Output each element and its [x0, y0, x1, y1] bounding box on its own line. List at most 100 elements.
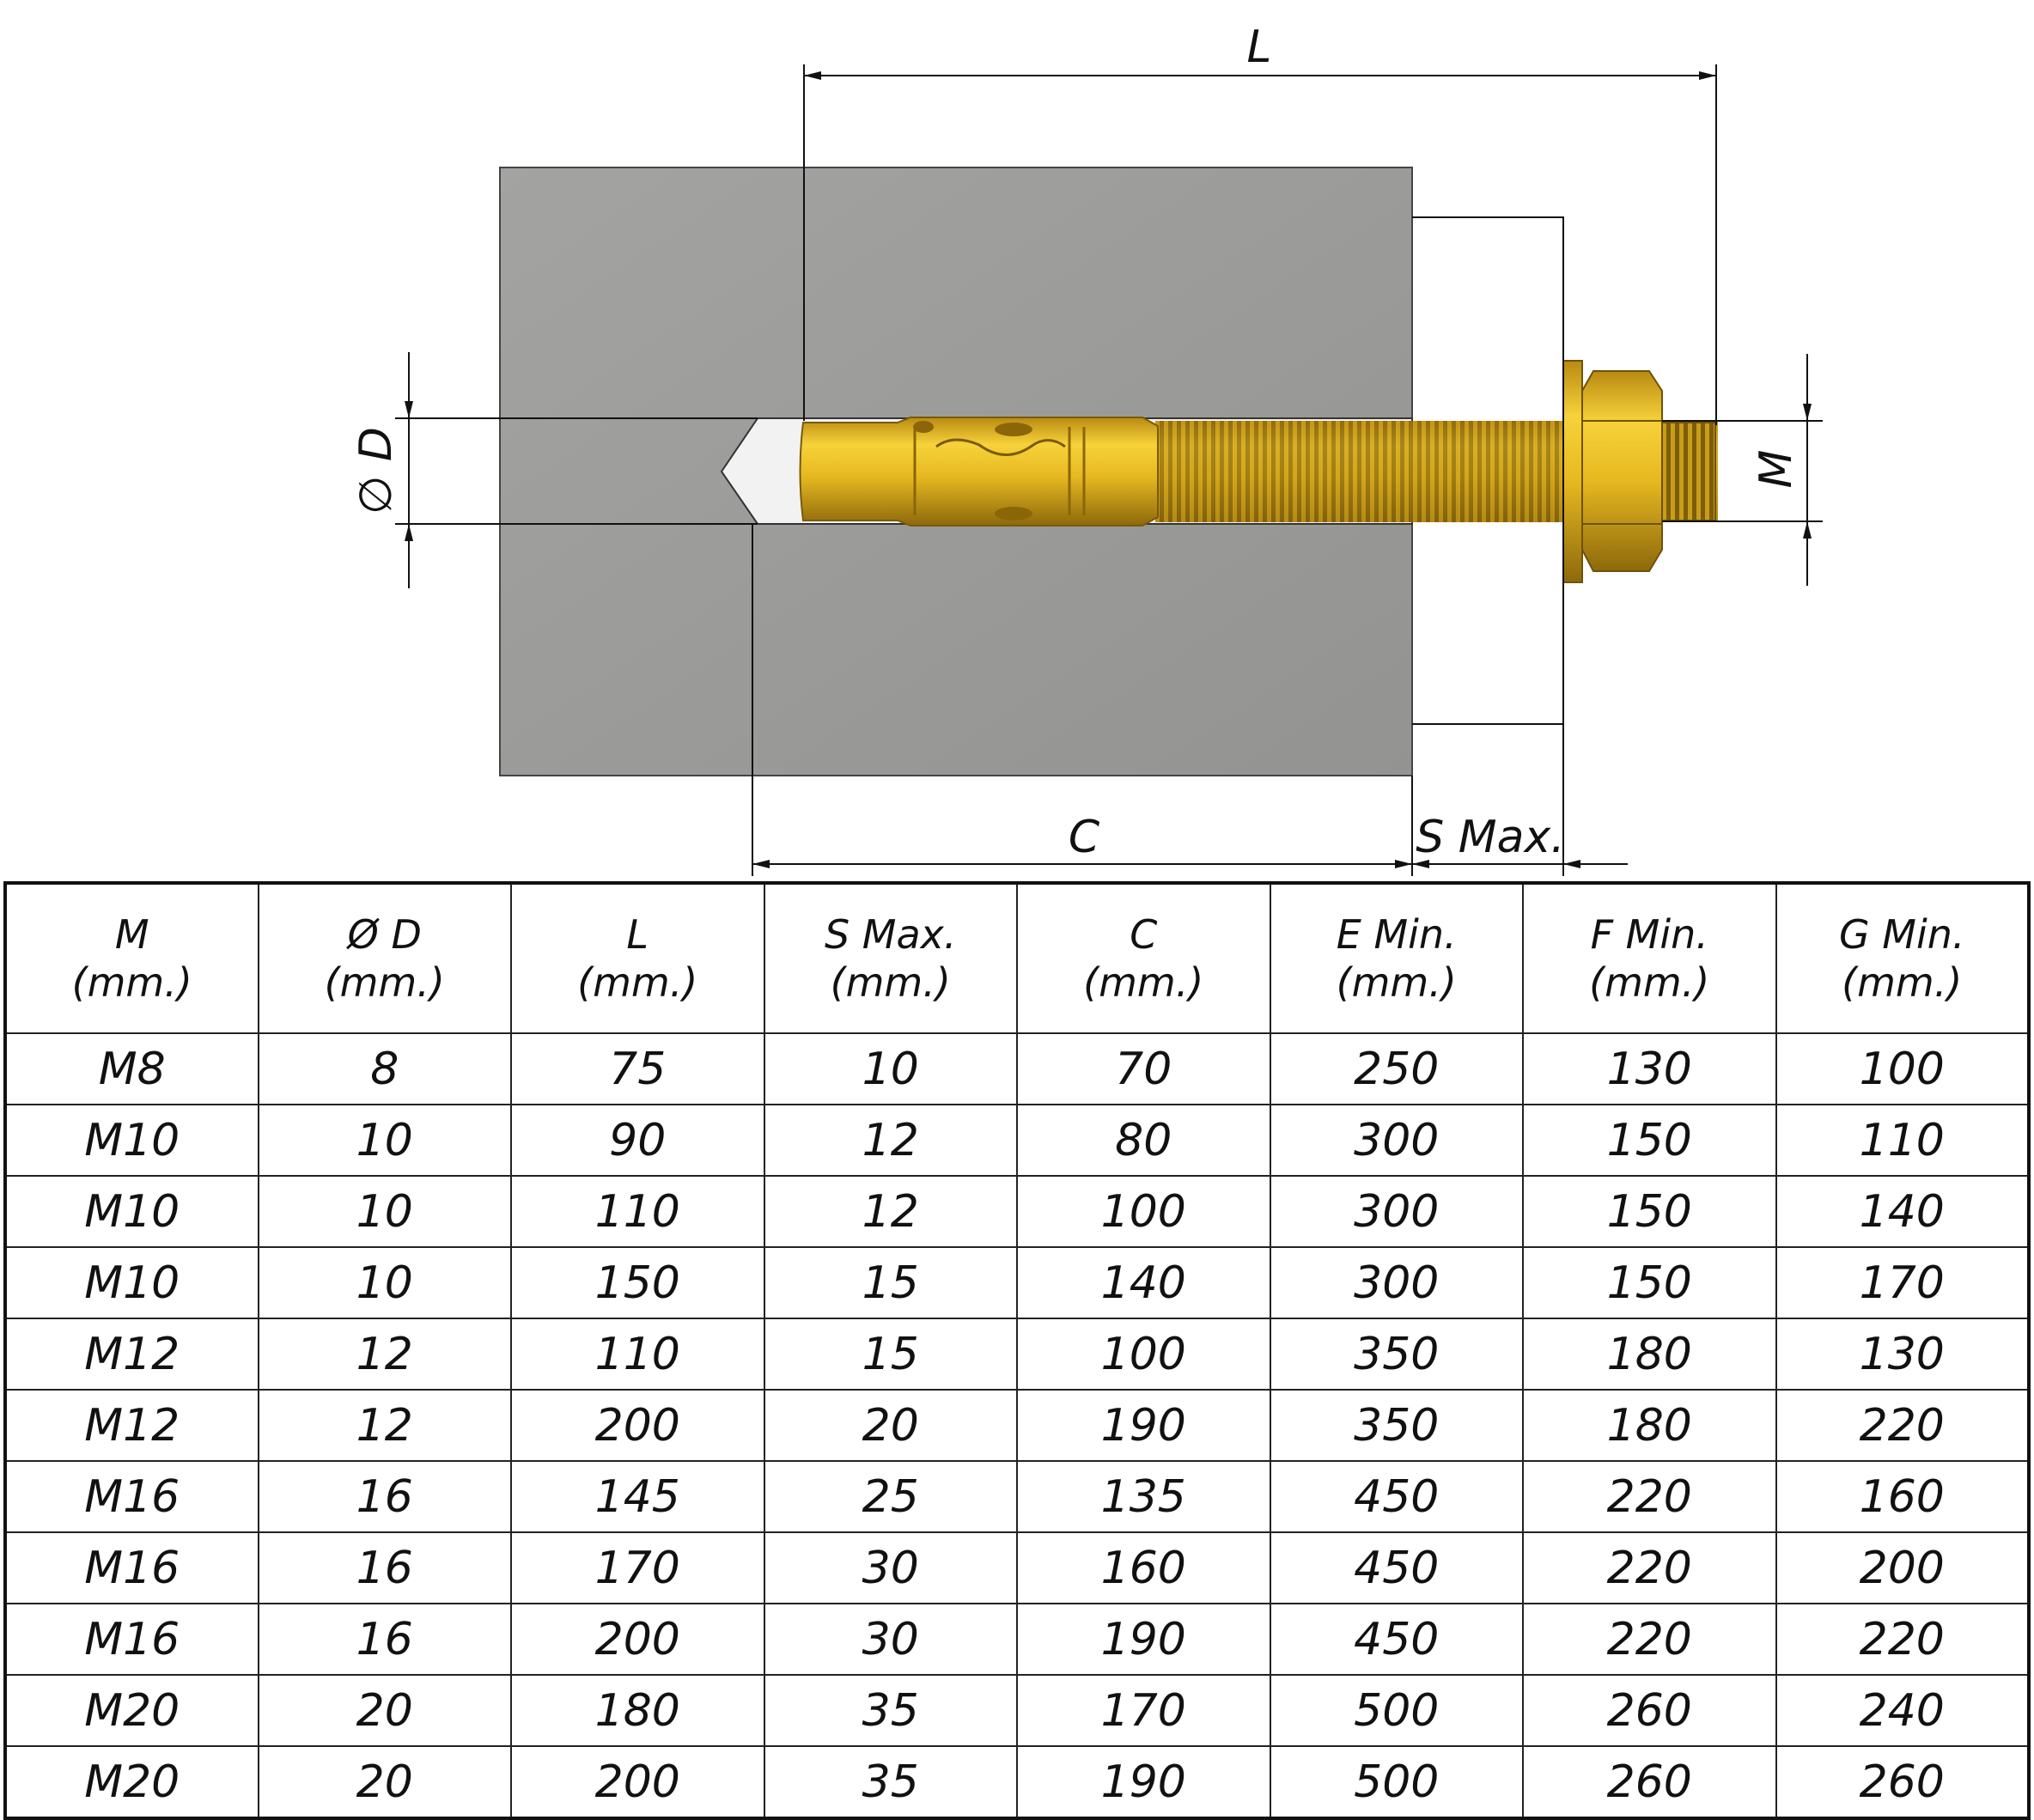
label-D: ∅ D	[350, 427, 402, 514]
table-cell: 35	[763, 1674, 1018, 1747]
table-cell: M10	[4, 1246, 259, 1319]
table-cell: M8	[4, 1032, 259, 1105]
table-cell: 250	[1269, 1032, 1524, 1105]
table-cell: 190	[1016, 1389, 1271, 1462]
table-cell: 170	[1775, 1246, 2030, 1319]
table-cell: 180	[1522, 1389, 1777, 1462]
table-cell: 15	[763, 1318, 1018, 1391]
table-cell: 80	[1016, 1104, 1271, 1177]
table-cell: M16	[4, 1603, 259, 1676]
table-cell: 180	[510, 1674, 765, 1747]
table-cell: 300	[1269, 1246, 1524, 1319]
table-cell: 8	[257, 1032, 512, 1105]
table-cell: 260	[1522, 1745, 1777, 1819]
header-l: L(mm.)	[510, 882, 765, 1034]
table-cell: 190	[1016, 1745, 1271, 1819]
fixture-outline	[1412, 216, 1564, 725]
table-cell: 15	[763, 1246, 1018, 1319]
table-cell: 170	[510, 1531, 765, 1604]
table-cell: 16	[257, 1603, 512, 1676]
table-cell: 110	[510, 1318, 765, 1391]
table-header-row: M(mm.) Ø D(mm.) L(mm.) S Max.(mm.) C(mm.…	[4, 882, 2030, 1034]
table-cell: 220	[1775, 1603, 2030, 1676]
table-cell: 100	[1016, 1175, 1271, 1248]
header-g-min: G Min.(mm.)	[1775, 882, 2030, 1034]
table-cell: 220	[1522, 1603, 1777, 1676]
table-cell: M12	[4, 1318, 259, 1391]
header-diameter-d: Ø D(mm.)	[257, 882, 512, 1034]
table-cell: M20	[4, 1674, 259, 1747]
table-cell: 450	[1269, 1531, 1524, 1604]
hex-nut	[1581, 370, 1663, 572]
table-cell: 110	[1775, 1104, 2030, 1177]
table-cell: 160	[1016, 1531, 1271, 1604]
table-cell: M10	[4, 1175, 259, 1248]
table-cell: 130	[1522, 1032, 1777, 1105]
table-cell: 200	[510, 1389, 765, 1462]
table-cell: M10	[4, 1104, 259, 1177]
table-cell: 220	[1522, 1460, 1777, 1533]
table-cell: 170	[1016, 1674, 1271, 1747]
table-cell: 450	[1269, 1603, 1524, 1676]
washer	[1562, 360, 1583, 583]
table-cell: 20	[257, 1745, 512, 1819]
table-cell: 200	[1775, 1531, 2030, 1604]
table-cell: 220	[1522, 1531, 1777, 1604]
table-cell: 260	[1775, 1745, 2030, 1819]
table-cell: 70	[1016, 1032, 1271, 1105]
label-L: L	[1247, 21, 1272, 73]
label-S-max: S Max.	[1416, 812, 1565, 863]
header-e-min: E Min.(mm.)	[1269, 882, 1524, 1034]
header-s-max: S Max.(mm.)	[763, 882, 1018, 1034]
table-cell: M16	[4, 1460, 259, 1533]
table-cell: 150	[1522, 1175, 1777, 1248]
table-cell: 30	[763, 1603, 1018, 1676]
table-cell: 500	[1269, 1674, 1524, 1747]
table-cell: 150	[510, 1246, 765, 1319]
table-cell: 145	[510, 1460, 765, 1533]
header-m: M(mm.)	[4, 882, 259, 1034]
rod-end	[1661, 422, 1716, 521]
table-cell: 500	[1269, 1745, 1524, 1819]
table-cell: 180	[1522, 1318, 1777, 1391]
table-cell: 100	[1016, 1318, 1271, 1391]
table-cell: 240	[1775, 1674, 2030, 1747]
table-cell: 160	[1775, 1460, 2030, 1533]
table-cell: 140	[1775, 1175, 2030, 1248]
table-cell: 12	[257, 1318, 512, 1391]
specification-table: M(mm.) Ø D(mm.) L(mm.) S Max.(mm.) C(mm.…	[3, 881, 2031, 1820]
table-cell: 260	[1522, 1674, 1777, 1747]
header-c: C(mm.)	[1016, 882, 1271, 1034]
table-cell: 135	[1016, 1460, 1271, 1533]
table-cell: 90	[510, 1104, 765, 1177]
table-cell: 130	[1775, 1318, 2030, 1391]
table-cell: 110	[510, 1175, 765, 1248]
expansion-sleeve	[799, 417, 1159, 527]
anchor-bolt-diagram: L C S Max. ∅ D M	[350, 21, 1823, 876]
label-C: C	[1069, 812, 1100, 863]
table-cell: M12	[4, 1389, 259, 1462]
table-cell: 16	[257, 1531, 512, 1604]
table-cell: 12	[763, 1104, 1018, 1177]
label-M: M	[1751, 450, 1802, 489]
table-cell: 190	[1016, 1603, 1271, 1676]
table-cell: 25	[763, 1460, 1018, 1533]
table-cell: 20	[257, 1674, 512, 1747]
table-cell: 100	[1775, 1032, 2030, 1105]
table-cell: 10	[257, 1175, 512, 1248]
table-cell: 10	[257, 1246, 512, 1319]
table-cell: 150	[1522, 1246, 1777, 1319]
table-cell: 75	[510, 1032, 765, 1105]
table-cell: 140	[1016, 1246, 1271, 1319]
table-cell: 10	[763, 1032, 1018, 1105]
table-cell: 35	[763, 1745, 1018, 1819]
